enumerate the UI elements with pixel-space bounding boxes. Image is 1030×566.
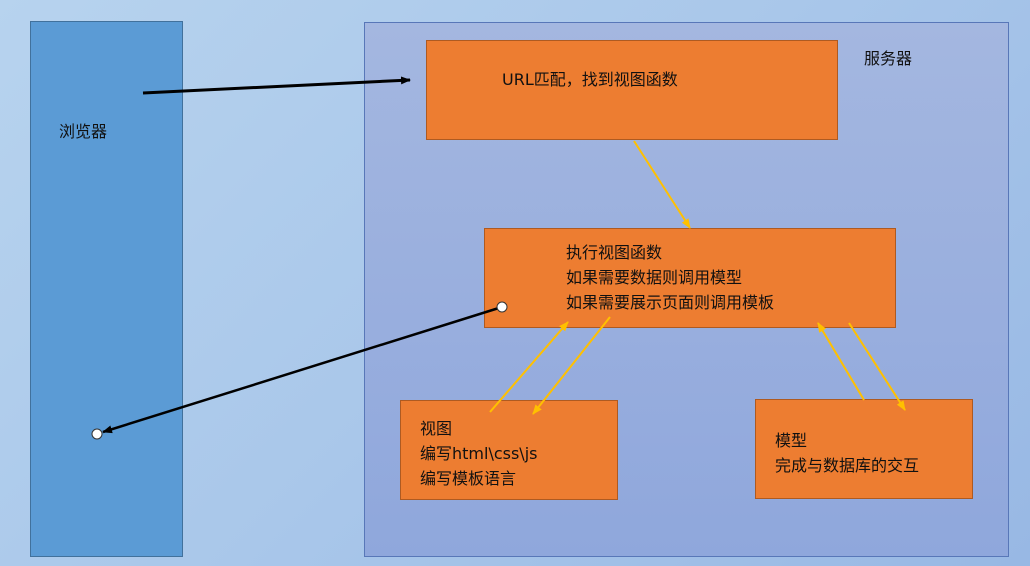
function-to-view-arrow [532,316,611,415]
view-box-line: 视图 [420,419,453,438]
view-to-function-arrow [489,321,569,413]
browser-label: 浏览器 [59,122,108,141]
url-to-view-function-arrow [633,140,691,229]
view-function-line: 如果需要数据则调用模型 [566,268,743,287]
view-box: 视图 编写html\css\js 编写模板语言 [400,400,618,500]
model-box-line: 模型 [775,431,808,450]
view-function-box: 执行视图函数 如果需要数据则调用模型 如果需要展示页面则调用模板 [484,228,896,328]
view-box-line: 编写模板语言 [420,469,517,488]
view-function-line: 执行视图函数 [566,243,663,262]
model-box-line: 完成与数据库的交互 [775,456,920,475]
url-match-box: URL匹配，找到视图函数 [426,40,838,140]
model-box: 模型 完成与数据库的交互 [755,399,973,499]
view-box-line: 编写html\css\js [420,444,538,463]
response-end-dot [91,428,103,440]
server-label: 服务器 [864,49,913,68]
model-to-function-arrow [817,322,865,401]
request-arrow [142,76,411,95]
function-to-model-arrow [848,322,906,411]
response-start-dot [496,301,508,313]
view-function-line: 如果需要展示页面则调用模板 [566,293,775,312]
url-match-text: URL匹配，找到视图函数 [502,70,678,89]
response-arrow [102,305,503,434]
browser-panel [30,21,183,557]
